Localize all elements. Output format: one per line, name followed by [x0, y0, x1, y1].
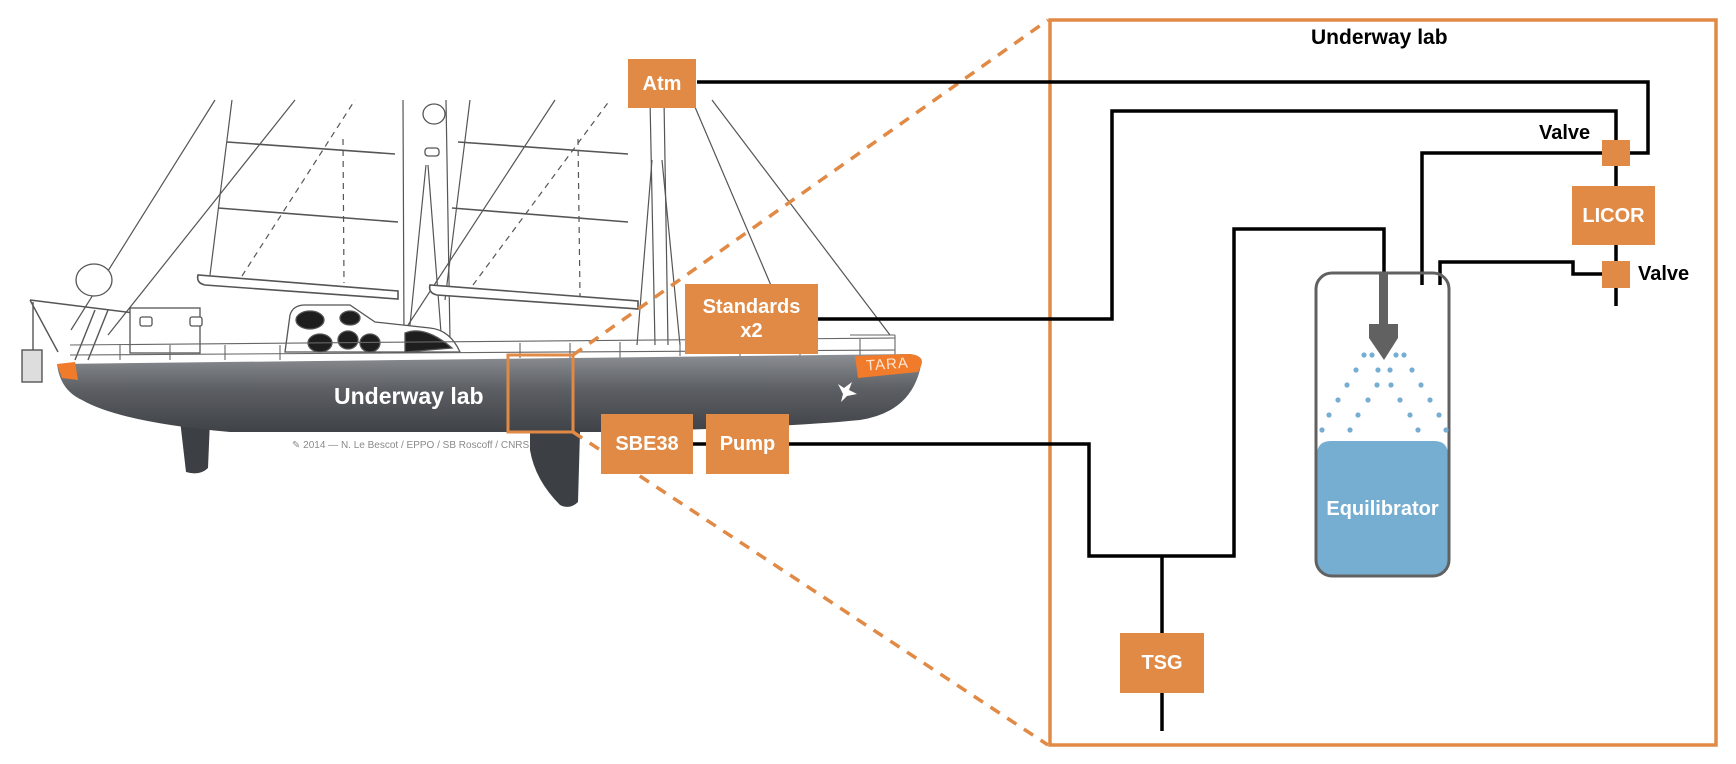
underway-lab-frame — [1048, 18, 1718, 747]
spray-dot — [1407, 412, 1413, 418]
rudder — [180, 420, 210, 474]
equilibrator-gas-out-line — [1420, 151, 1602, 285]
lab-title: Underway lab — [1311, 26, 1448, 49]
zoom-projection-top — [571, 18, 1050, 357]
zoom-source-box — [506, 353, 575, 434]
sails — [196, 141, 639, 310]
sbe38-box: SBE38 — [601, 414, 693, 474]
sail-reef-lines — [241, 99, 611, 297]
spray-dot — [1409, 367, 1415, 373]
standards-line — [818, 109, 1618, 321]
equilibrator — [1314, 271, 1451, 578]
tara-name-badge: TARA — [865, 354, 910, 375]
spray-dot — [1335, 397, 1341, 403]
deckhouse — [129, 304, 462, 354]
tara-badge — [855, 354, 922, 378]
pump-line — [789, 227, 1386, 558]
tsg-box: TSG — [1120, 633, 1204, 693]
hull-label: Underway lab — [334, 383, 484, 409]
spray-dot — [1401, 352, 1407, 358]
valve-upper-label: Valve — [1539, 122, 1591, 144]
spray-dot — [1375, 367, 1381, 373]
equilibrator-label: Equilibrator — [1326, 498, 1439, 520]
spray-dot — [1418, 382, 1424, 388]
spray-dot — [1369, 352, 1375, 358]
spray-dot — [1353, 367, 1359, 373]
rigging — [70, 99, 891, 346]
spray-dot — [1427, 397, 1433, 403]
pipes — [692, 80, 1650, 731]
valve-upper — [1602, 140, 1630, 166]
licor-box: LICOR — [1572, 186, 1655, 245]
spray-dots — [1319, 352, 1449, 433]
spray-nozzle-stem — [1379, 273, 1388, 325]
water-fill — [1317, 441, 1448, 575]
equilibrator-vent-line — [1438, 260, 1602, 285]
spray-dot — [1443, 427, 1449, 433]
atm-line — [697, 80, 1650, 155]
spray-dot — [1374, 382, 1380, 388]
zoom-projection-bottom — [572, 430, 1049, 747]
standards-label: Standards — [702, 296, 801, 318]
spray-dot — [1393, 352, 1399, 358]
spray-dot — [1344, 382, 1350, 388]
spray-dot — [1415, 427, 1421, 433]
spray-nozzle-head — [1369, 324, 1398, 360]
pump-box: Pump — [706, 414, 789, 474]
bow-marker — [57, 362, 78, 380]
standards-box: Standards x2 — [685, 284, 818, 354]
tara-logo-icon — [838, 382, 857, 402]
valve-lower — [1602, 261, 1630, 288]
illustration-credit: ✎ 2014 — N. Le Bescot / EPPO / SB Roscof… — [292, 440, 530, 451]
spray-dot — [1387, 367, 1393, 373]
spray-dot — [1388, 382, 1394, 388]
spray-dot — [1397, 397, 1403, 403]
valve-lower-label: Valve — [1638, 263, 1690, 285]
radar-domes — [75, 103, 446, 297]
spray-dot — [1355, 412, 1361, 418]
spray-dot — [1436, 412, 1442, 418]
keel — [530, 432, 580, 507]
spray-dot — [1319, 427, 1325, 433]
spray-dot — [1365, 397, 1371, 403]
hull — [57, 354, 922, 432]
spray-dot — [1361, 352, 1367, 358]
atm-box: Atm — [628, 59, 696, 108]
spray-dot — [1326, 412, 1332, 418]
standards-count: x2 — [740, 320, 763, 342]
spray-dot — [1347, 427, 1353, 433]
